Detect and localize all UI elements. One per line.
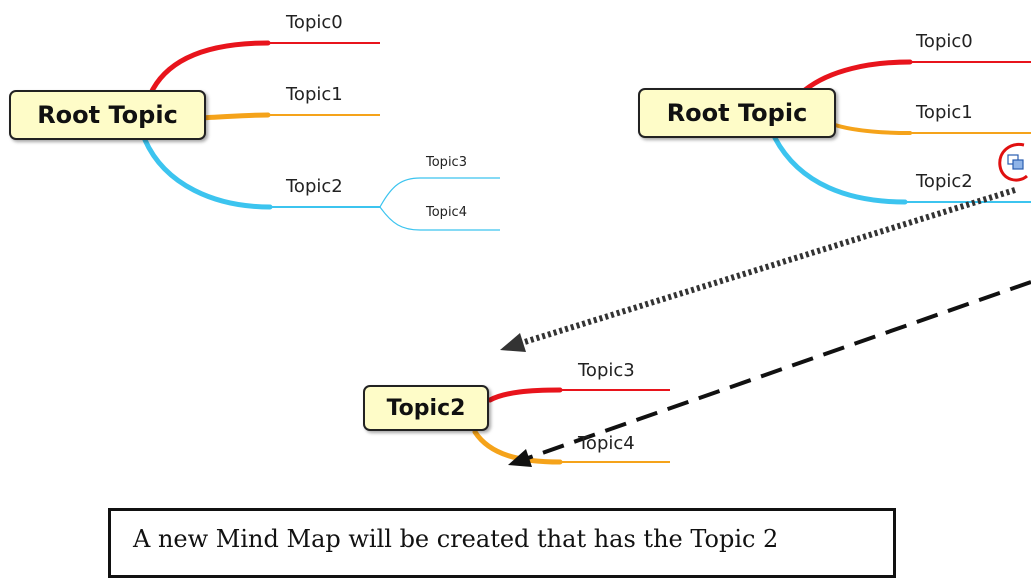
dashed-arrow [508, 280, 1031, 467]
new-root-topic-node[interactable]: Topic2 [363, 385, 489, 431]
branch-topic3-new [487, 387, 563, 403]
left-topic1-label[interactable]: Topic1 [286, 84, 343, 105]
new-topic4-label[interactable]: Topic4 [578, 433, 635, 454]
highlight-circle [998, 142, 1028, 182]
branch-topic0-right [802, 59, 913, 93]
right-root-topic-node[interactable]: Root Topic [638, 88, 836, 138]
new-topic3-label[interactable]: Topic3 [578, 360, 635, 381]
dotted-arrow [500, 187, 1016, 352]
branch-topic4-new [472, 429, 563, 465]
branch-topic4 [379, 206, 500, 231]
right-topic1-label[interactable]: Topic1 [916, 102, 973, 123]
caption-box: A new Mind Map will be created that has … [108, 508, 896, 578]
branch-topic0 [147, 40, 271, 98]
left-topic4-label[interactable]: Topic4 [426, 205, 467, 220]
branch-topic2 [142, 137, 273, 210]
branch-topic1-right [833, 123, 912, 135]
left-topic0-label[interactable]: Topic0 [286, 12, 343, 33]
caption-text: A new Mind Map will be created that has … [133, 525, 779, 553]
left-topic2-label[interactable]: Topic2 [286, 176, 343, 197]
right-topic0-label[interactable]: Topic0 [916, 31, 973, 52]
branch-topic2-right [772, 135, 908, 205]
new-map-icon[interactable] [1007, 154, 1024, 170]
new-root-topic-label: Topic2 [386, 395, 466, 421]
left-root-topic-label: Root Topic [37, 101, 178, 129]
new-map-branches [472, 387, 670, 465]
branch-topic3 [379, 177, 500, 208]
left-topic3-label[interactable]: Topic3 [426, 155, 467, 170]
right-root-topic-label: Root Topic [666, 99, 808, 127]
right-topic2-label[interactable]: Topic2 [916, 171, 973, 192]
left-root-topic-node[interactable]: Root Topic [9, 90, 206, 140]
branch-topic1 [195, 112, 271, 121]
